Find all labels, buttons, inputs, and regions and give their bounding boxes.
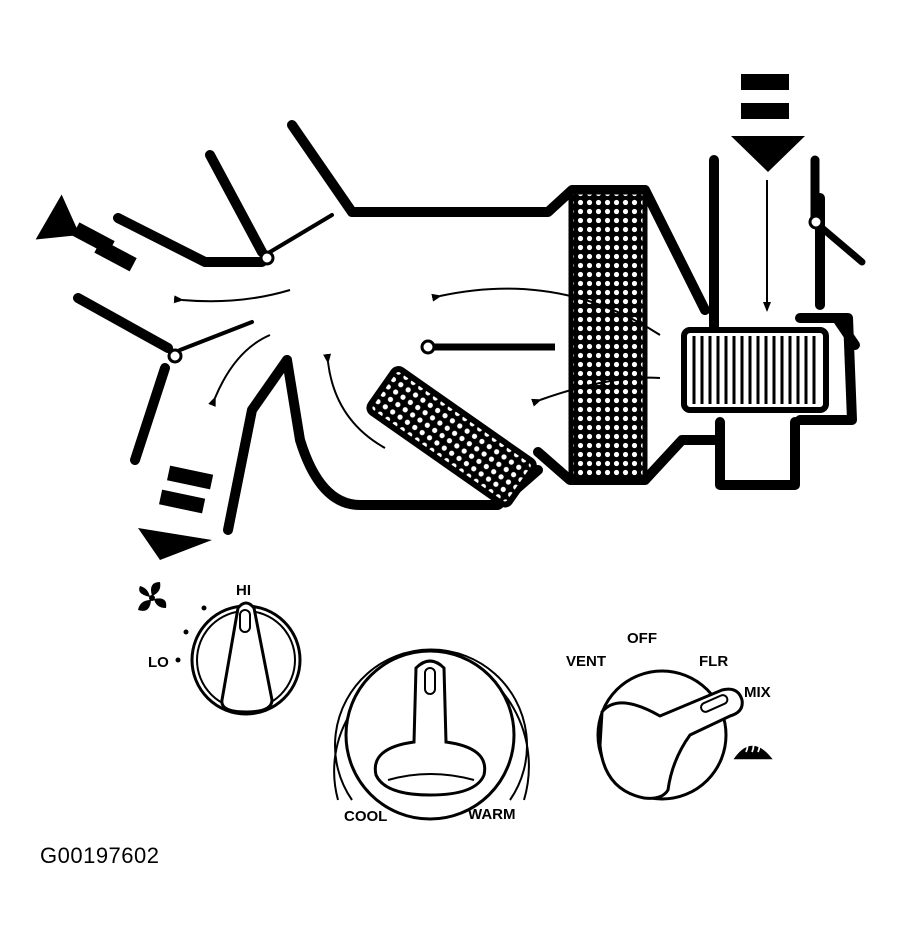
recirc-door — [808, 155, 866, 266]
blower-lo-label: LO — [148, 654, 169, 671]
floor-outlet-arrow — [138, 465, 214, 560]
evaporator-core — [568, 189, 648, 481]
mode-vent-label: VENT — [566, 653, 606, 670]
temperature-knob[interactable] — [333, 648, 530, 821]
heater-core — [366, 366, 537, 508]
mode-selector-knob[interactable] — [596, 669, 744, 801]
defrost-icon — [733, 739, 773, 760]
temperature-cool-label: COOL — [344, 808, 387, 825]
blower-hi-label: HI — [236, 582, 251, 599]
inlet-air-arrow — [731, 74, 805, 172]
floor-door — [167, 320, 254, 364]
blend-door — [420, 339, 555, 355]
mode-flr-label: FLR — [699, 653, 728, 670]
defrost-door — [205, 150, 334, 266]
temperature-warm-label: WARM — [468, 806, 516, 823]
defrost-outlet-arrow — [35, 194, 137, 272]
mode-off-label: OFF — [627, 630, 657, 647]
duct-housing — [73, 120, 860, 535]
blower-wheel — [681, 327, 829, 413]
mode-mix-label: MIX — [744, 684, 771, 701]
blower-speed-knob[interactable] — [175, 601, 302, 716]
airflow-lines — [173, 287, 661, 449]
fan-icon — [138, 582, 167, 611]
figure-id: G00197602 — [40, 843, 160, 868]
